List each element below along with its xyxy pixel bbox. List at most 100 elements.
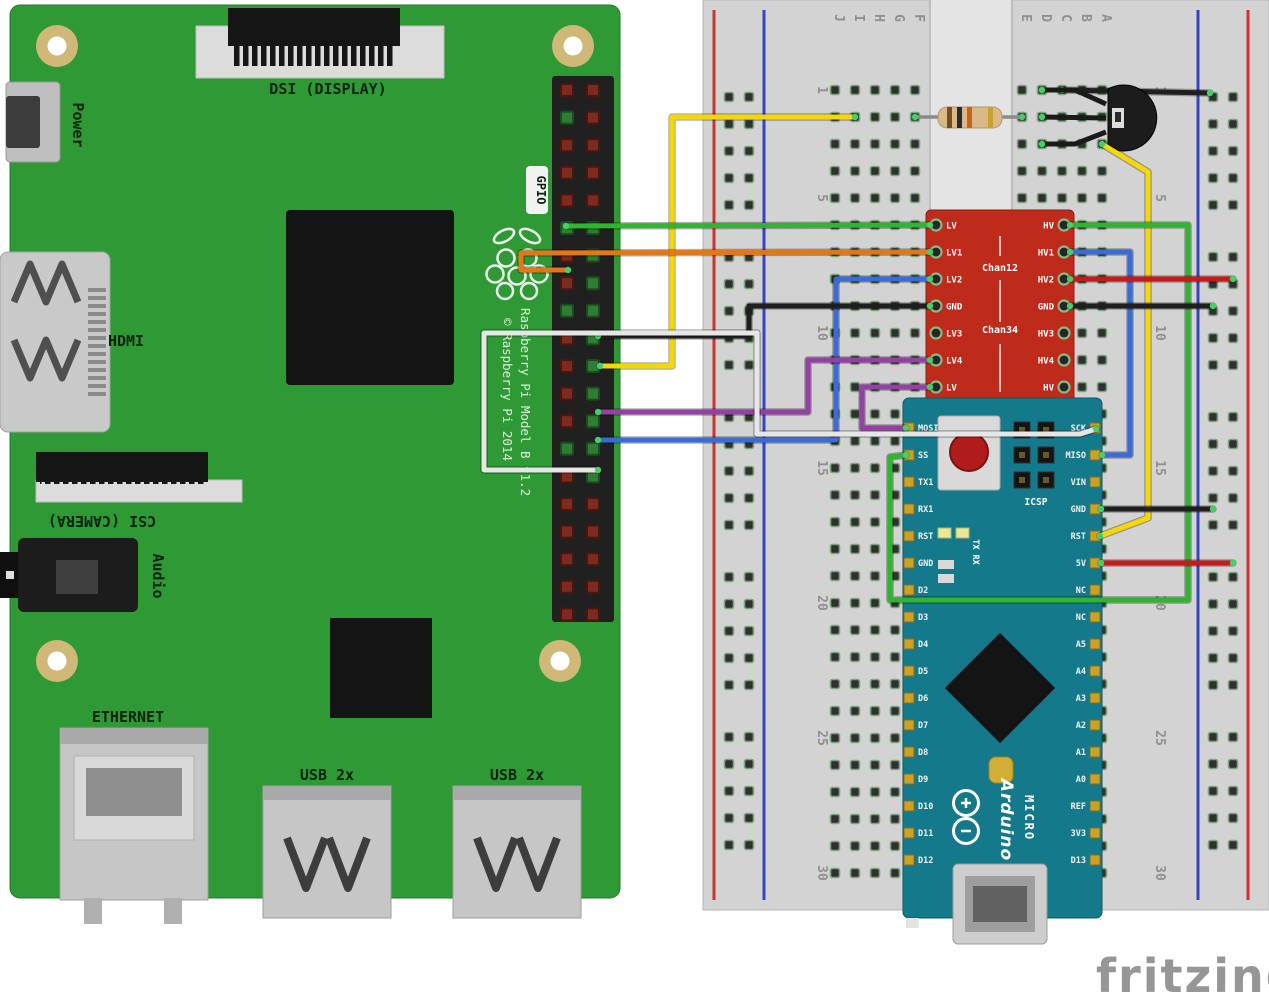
breadboard-hole	[1207, 118, 1219, 130]
reset-button[interactable]	[937, 415, 1001, 491]
breadboard-hole	[849, 597, 861, 609]
breadboard-hole	[1207, 438, 1219, 450]
breadboard-hole	[1227, 438, 1239, 450]
breadboard-hole	[1207, 359, 1219, 371]
gpio-pin	[560, 359, 574, 373]
breadboard-hole	[829, 462, 841, 474]
gpio-header[interactable]	[552, 76, 614, 622]
breadboard-hole	[1016, 192, 1028, 204]
csi-label: CSI (CAMERA)	[48, 512, 156, 530]
arduino-pin	[903, 692, 915, 704]
wire-white-pi-to-sck[interactable]	[481, 330, 1099, 473]
hdmi-label: HDMI	[108, 332, 144, 350]
wire-purple-lv-to-mosi[interactable]	[859, 384, 933, 431]
breadboard-hole	[889, 327, 901, 339]
chan12-label: Chan12	[982, 263, 1018, 274]
breadboard-hole	[743, 625, 755, 637]
breadboard-hole	[869, 165, 881, 177]
wire-endpoint	[1229, 275, 1237, 283]
gpio-pin	[586, 497, 600, 511]
wire-green-hv-to-arduino-ss[interactable]	[887, 222, 1191, 603]
chan34-label: Chan34	[982, 325, 1018, 336]
arduino-pin-label: REF	[1071, 802, 1086, 812]
breadboard-hole	[909, 138, 921, 150]
breadboard-hole	[829, 867, 841, 879]
connection-dot	[911, 113, 919, 121]
wire-black-pi-gnd-to-lv-gnd[interactable]	[595, 303, 933, 339]
breadboard-hole	[869, 489, 881, 501]
pi-usb-chip	[330, 618, 432, 718]
breadboard-hole	[869, 759, 881, 771]
arduino-pin-label: D2	[918, 586, 928, 596]
breadboard-hole	[1207, 571, 1219, 583]
breadboard-hole	[743, 172, 755, 184]
wire-endpoint	[902, 451, 910, 459]
breadboard-hole	[723, 199, 735, 211]
wire-endpoint	[1066, 275, 1074, 283]
gpio-pin	[586, 607, 600, 622]
wire-endpoint	[1092, 425, 1100, 433]
breadboard-hole	[849, 732, 861, 744]
wire-endpoint	[1066, 221, 1074, 229]
converter-pin-label: LV4	[946, 357, 963, 367]
breadboard-hole	[889, 678, 901, 690]
wire-endpoint	[926, 248, 934, 256]
breadboard-hole	[743, 91, 755, 103]
breadboard-hole	[869, 840, 881, 852]
arduino-pin	[903, 611, 915, 623]
arduino-pin	[903, 503, 915, 515]
raspberry-pi-board[interactable]: Power DSI (DISPLAY) HDMI GPIO Raspberry …	[0, 4, 621, 924]
txrx-label: TX RX	[970, 539, 980, 565]
breadboard-hole	[1096, 381, 1108, 393]
gpio-pin	[586, 579, 600, 594]
breadboard-hole	[869, 624, 881, 636]
arduino-pin-label: D8	[918, 748, 928, 758]
wire-orange-pi-to-lv1[interactable]	[518, 249, 933, 273]
breadboard-hole	[829, 165, 841, 177]
fritzing-watermark: fritzing	[1096, 949, 1269, 1003]
ethernet-label: ETHERNET	[92, 708, 164, 726]
arduino-pin-label: SCK	[1071, 424, 1087, 434]
resistor[interactable]	[911, 106, 1026, 129]
breadboard-hole	[1227, 785, 1239, 797]
breadboard-hole	[1227, 305, 1239, 317]
breadboard-hole	[723, 145, 735, 157]
gpio-pin	[560, 193, 574, 208]
breadboard-hole	[723, 492, 735, 504]
wire-endpoint	[1209, 505, 1217, 513]
gpio-pin	[560, 414, 574, 429]
wire-blue-hv1-to-miso[interactable]	[1067, 249, 1133, 458]
breadboard-hole	[909, 165, 921, 177]
breadboard-hole	[869, 543, 881, 555]
wire-green-pi-to-lv[interactable]	[563, 222, 933, 229]
wire-purple-pi-to-lv4[interactable]	[595, 357, 933, 415]
arduino-pin-label: GND	[1071, 505, 1086, 515]
arduino-pin	[1089, 773, 1101, 785]
bb-column-label: H	[871, 14, 886, 22]
bb-row-label: 10	[1152, 325, 1167, 341]
wire-endpoint	[564, 266, 572, 274]
breadboard-hole	[723, 758, 735, 770]
arduino-pin	[1089, 800, 1101, 812]
dsi-connector	[195, 8, 445, 79]
wire-yellow-sensor-to-arduino[interactable]	[1097, 141, 1151, 539]
breadboard-hole	[889, 435, 901, 447]
converter-pin-label: HV	[1043, 222, 1054, 232]
arduino-pin	[903, 476, 915, 488]
breadboard-hole	[829, 489, 841, 501]
breadboard-hole	[723, 812, 735, 824]
usb-port-2	[452, 785, 582, 919]
resistor-band	[957, 107, 962, 128]
arduino-pin-label: D10	[918, 802, 933, 812]
breadboard-hole	[849, 408, 861, 420]
wire-yellow-pi-to-breadboard[interactable]	[597, 114, 858, 369]
breadboard-hole	[829, 516, 841, 528]
power-connector	[5, 81, 61, 163]
breadboard-hole	[743, 359, 755, 371]
temperature-sensor[interactable]	[1038, 84, 1158, 152]
breadboard-hole	[723, 571, 735, 583]
breadboard-hole	[889, 408, 901, 420]
arduino-pin-label: 3V3	[1071, 829, 1086, 839]
